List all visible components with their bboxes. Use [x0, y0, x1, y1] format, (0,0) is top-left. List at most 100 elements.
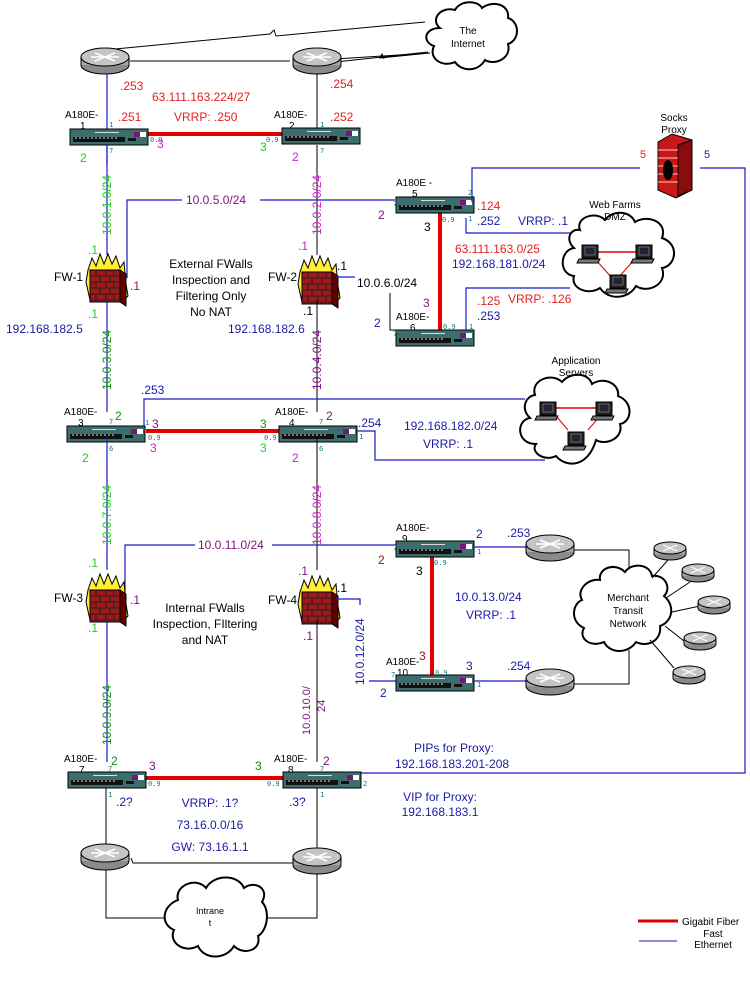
firewall-fw3[interactable]: FW-3 .1 .1 .1 — [54, 556, 140, 635]
router-icon — [681, 563, 715, 583]
switch-number: 10 — [397, 668, 409, 679]
pips-value: 192.168.183.201-208 — [395, 757, 509, 771]
vlan-label: 2 — [378, 208, 385, 222]
top-subnet: 63.111.163.224/27 — [152, 90, 251, 104]
switch-sw5[interactable]: A180E - 5 7 2 1 0.9 2 3 .124 .252 VRRP: … — [378, 178, 568, 234]
webfarm-subnet-red: 63.111.163.0/25 — [455, 242, 540, 256]
port-label: 5 — [640, 149, 646, 161]
port-label: 7 — [393, 330, 397, 338]
switch-sw6[interactable]: A180E- 6 7 1 0.9 2 3 .125 .253 VRRP: .12… — [374, 292, 572, 347]
ip-label: .253 — [141, 383, 165, 397]
router-icon — [292, 847, 342, 875]
port-label: 0.9 — [150, 136, 163, 144]
switch-name: A180E- — [65, 110, 98, 121]
bottom-subnet: 73.16.0.0/16 — [177, 818, 244, 832]
svg-text:Inspection, FIltering: Inspection, FIltering — [153, 617, 258, 631]
vlan-label: 2 — [82, 451, 89, 465]
host-ip: 192.168.182.5 — [6, 322, 83, 336]
vlan-label: 3 — [260, 140, 267, 154]
subnet-label: 10.0.2.0/24 — [310, 175, 324, 235]
port-label: 0.9 — [443, 323, 456, 331]
switch-sw10[interactable]: A180E- 10 7 1 0.9 2 3 3 .254 — [380, 649, 531, 700]
ip-label: .253 — [477, 309, 501, 323]
port-label: 0.9 — [148, 780, 161, 788]
subnet-label: 10.0.8.0/24 — [310, 485, 324, 545]
vlan-label: 3 — [149, 759, 156, 773]
ip-label: .1 — [303, 629, 313, 643]
vlan-label: 3 — [255, 759, 262, 773]
legend: Gigabit Fiber Fast Ethernet — [638, 917, 740, 951]
vlan-label: 3 — [423, 296, 430, 310]
svg-text:and NAT: and NAT — [182, 633, 229, 647]
proxy-label: Proxy — [661, 125, 687, 136]
subnet-label: 24 — [316, 700, 328, 712]
bottom-vrrp: VRRP: .1? — [182, 796, 239, 810]
svg-text:Filtering Only: Filtering Only — [176, 289, 247, 303]
router-icon — [525, 668, 575, 696]
ip-label: .1 — [303, 304, 313, 318]
firewall-icon — [297, 255, 341, 309]
ip-label: .1 — [88, 307, 98, 321]
port-label: 0.9 — [267, 780, 280, 788]
svg-text:t: t — [209, 918, 212, 928]
vrrp-label: VRRP: .1 — [518, 214, 568, 228]
port-label: 7 — [320, 147, 324, 155]
host-ip: 192.168.182.6 — [228, 322, 305, 336]
port-label: 5 — [704, 149, 710, 161]
vlan-label: 2 — [476, 527, 483, 541]
switch-sw3[interactable]: A180E- 3 7 1 6 0.9 2 2 3 3 .253 — [64, 383, 165, 465]
proxy-label: Socks — [660, 113, 687, 124]
switch-icon — [395, 674, 475, 692]
switch-sw4[interactable]: A180E- 4 7 1 6 0.9 2 2 3 3 .254 — [260, 407, 382, 465]
firewall-fw1[interactable]: FW-1 .1 .1 .1 192.168.182.5 — [6, 243, 140, 336]
webfarm-subnet-blue: 192.168.181.0/24 — [452, 257, 546, 271]
firewall-name: FW-2 — [268, 270, 297, 284]
switch-sw9[interactable]: A180E- 9 7 1 0.9 2 2 3 .253 — [378, 523, 531, 578]
ip-label: .1 — [88, 556, 98, 570]
socks-proxy[interactable]: Socks Proxy 5 5 — [640, 113, 710, 199]
port-label: 7 — [109, 418, 113, 426]
switch-name: A180E- — [64, 407, 97, 418]
port-label: 6 — [319, 445, 323, 453]
port-label: 1 — [109, 121, 113, 129]
svg-text:Intrane: Intrane — [196, 906, 224, 916]
ip-label: .253 — [507, 526, 531, 540]
switch-sw7[interactable]: A180E- 7 7 1 0.9 2 3 .2? — [64, 754, 161, 809]
firewall-name: FW-1 — [54, 270, 83, 284]
switch-number: 7 — [79, 765, 85, 776]
firewall-icon — [85, 253, 129, 307]
router2-ip: .254 — [330, 77, 354, 91]
switch-sw2[interactable]: A180E- 2 1 7 0.9 3 2 — [260, 110, 361, 164]
ip-label: .1 — [337, 259, 347, 273]
vlan-label: 3 — [150, 441, 157, 455]
switch-sw8[interactable]: A180E- 8 7 1 2 0.9 2 3 .3? — [255, 754, 367, 809]
internet-cloud: The Internet — [425, 1, 518, 71]
vlan-label: 3 — [466, 659, 473, 673]
switch-number: 1 — [80, 121, 86, 132]
switch-sw1[interactable]: A180E- 1 1 7 0.9 2 3 — [65, 110, 164, 165]
legend-label-ethernet-1: Fast — [703, 929, 723, 940]
vrrp-label: VRRP: .126 — [508, 292, 572, 306]
firewall-fw2[interactable]: FW-2 .1 .1 .1 192.168.182.6 — [228, 239, 347, 336]
switch-icon — [66, 425, 146, 443]
ip-label: .1 — [298, 564, 308, 578]
firewall-fw4[interactable]: FW-4 .1 .1 .1 — [268, 564, 347, 643]
app-vrrp: VRRP: .1 — [423, 437, 473, 451]
switch-icon — [282, 771, 362, 789]
svg-text:Web Farms: Web Farms — [589, 200, 641, 211]
vlan-label: 3 — [424, 220, 431, 234]
legend-label-gigabit: Gigabit Fiber — [682, 917, 740, 928]
port-label: 1 — [359, 433, 363, 441]
port-label: 0.9 — [148, 434, 161, 442]
switch-number: 3 — [78, 418, 84, 429]
port-label: 0.9 — [266, 136, 279, 144]
switch-icon — [69, 128, 149, 146]
port-label: 0.9 — [434, 559, 447, 567]
merchant-cloud: Merchant Transit Network — [573, 564, 673, 652]
svg-text:Network: Network — [610, 619, 648, 630]
router-icon — [80, 47, 130, 75]
switch-number: 5 — [412, 189, 418, 200]
ip-label: .254 — [358, 416, 382, 430]
port-label: 1 — [469, 323, 473, 331]
internal-fw-note: Internal FWalls Inspection, FIltering an… — [153, 601, 258, 647]
